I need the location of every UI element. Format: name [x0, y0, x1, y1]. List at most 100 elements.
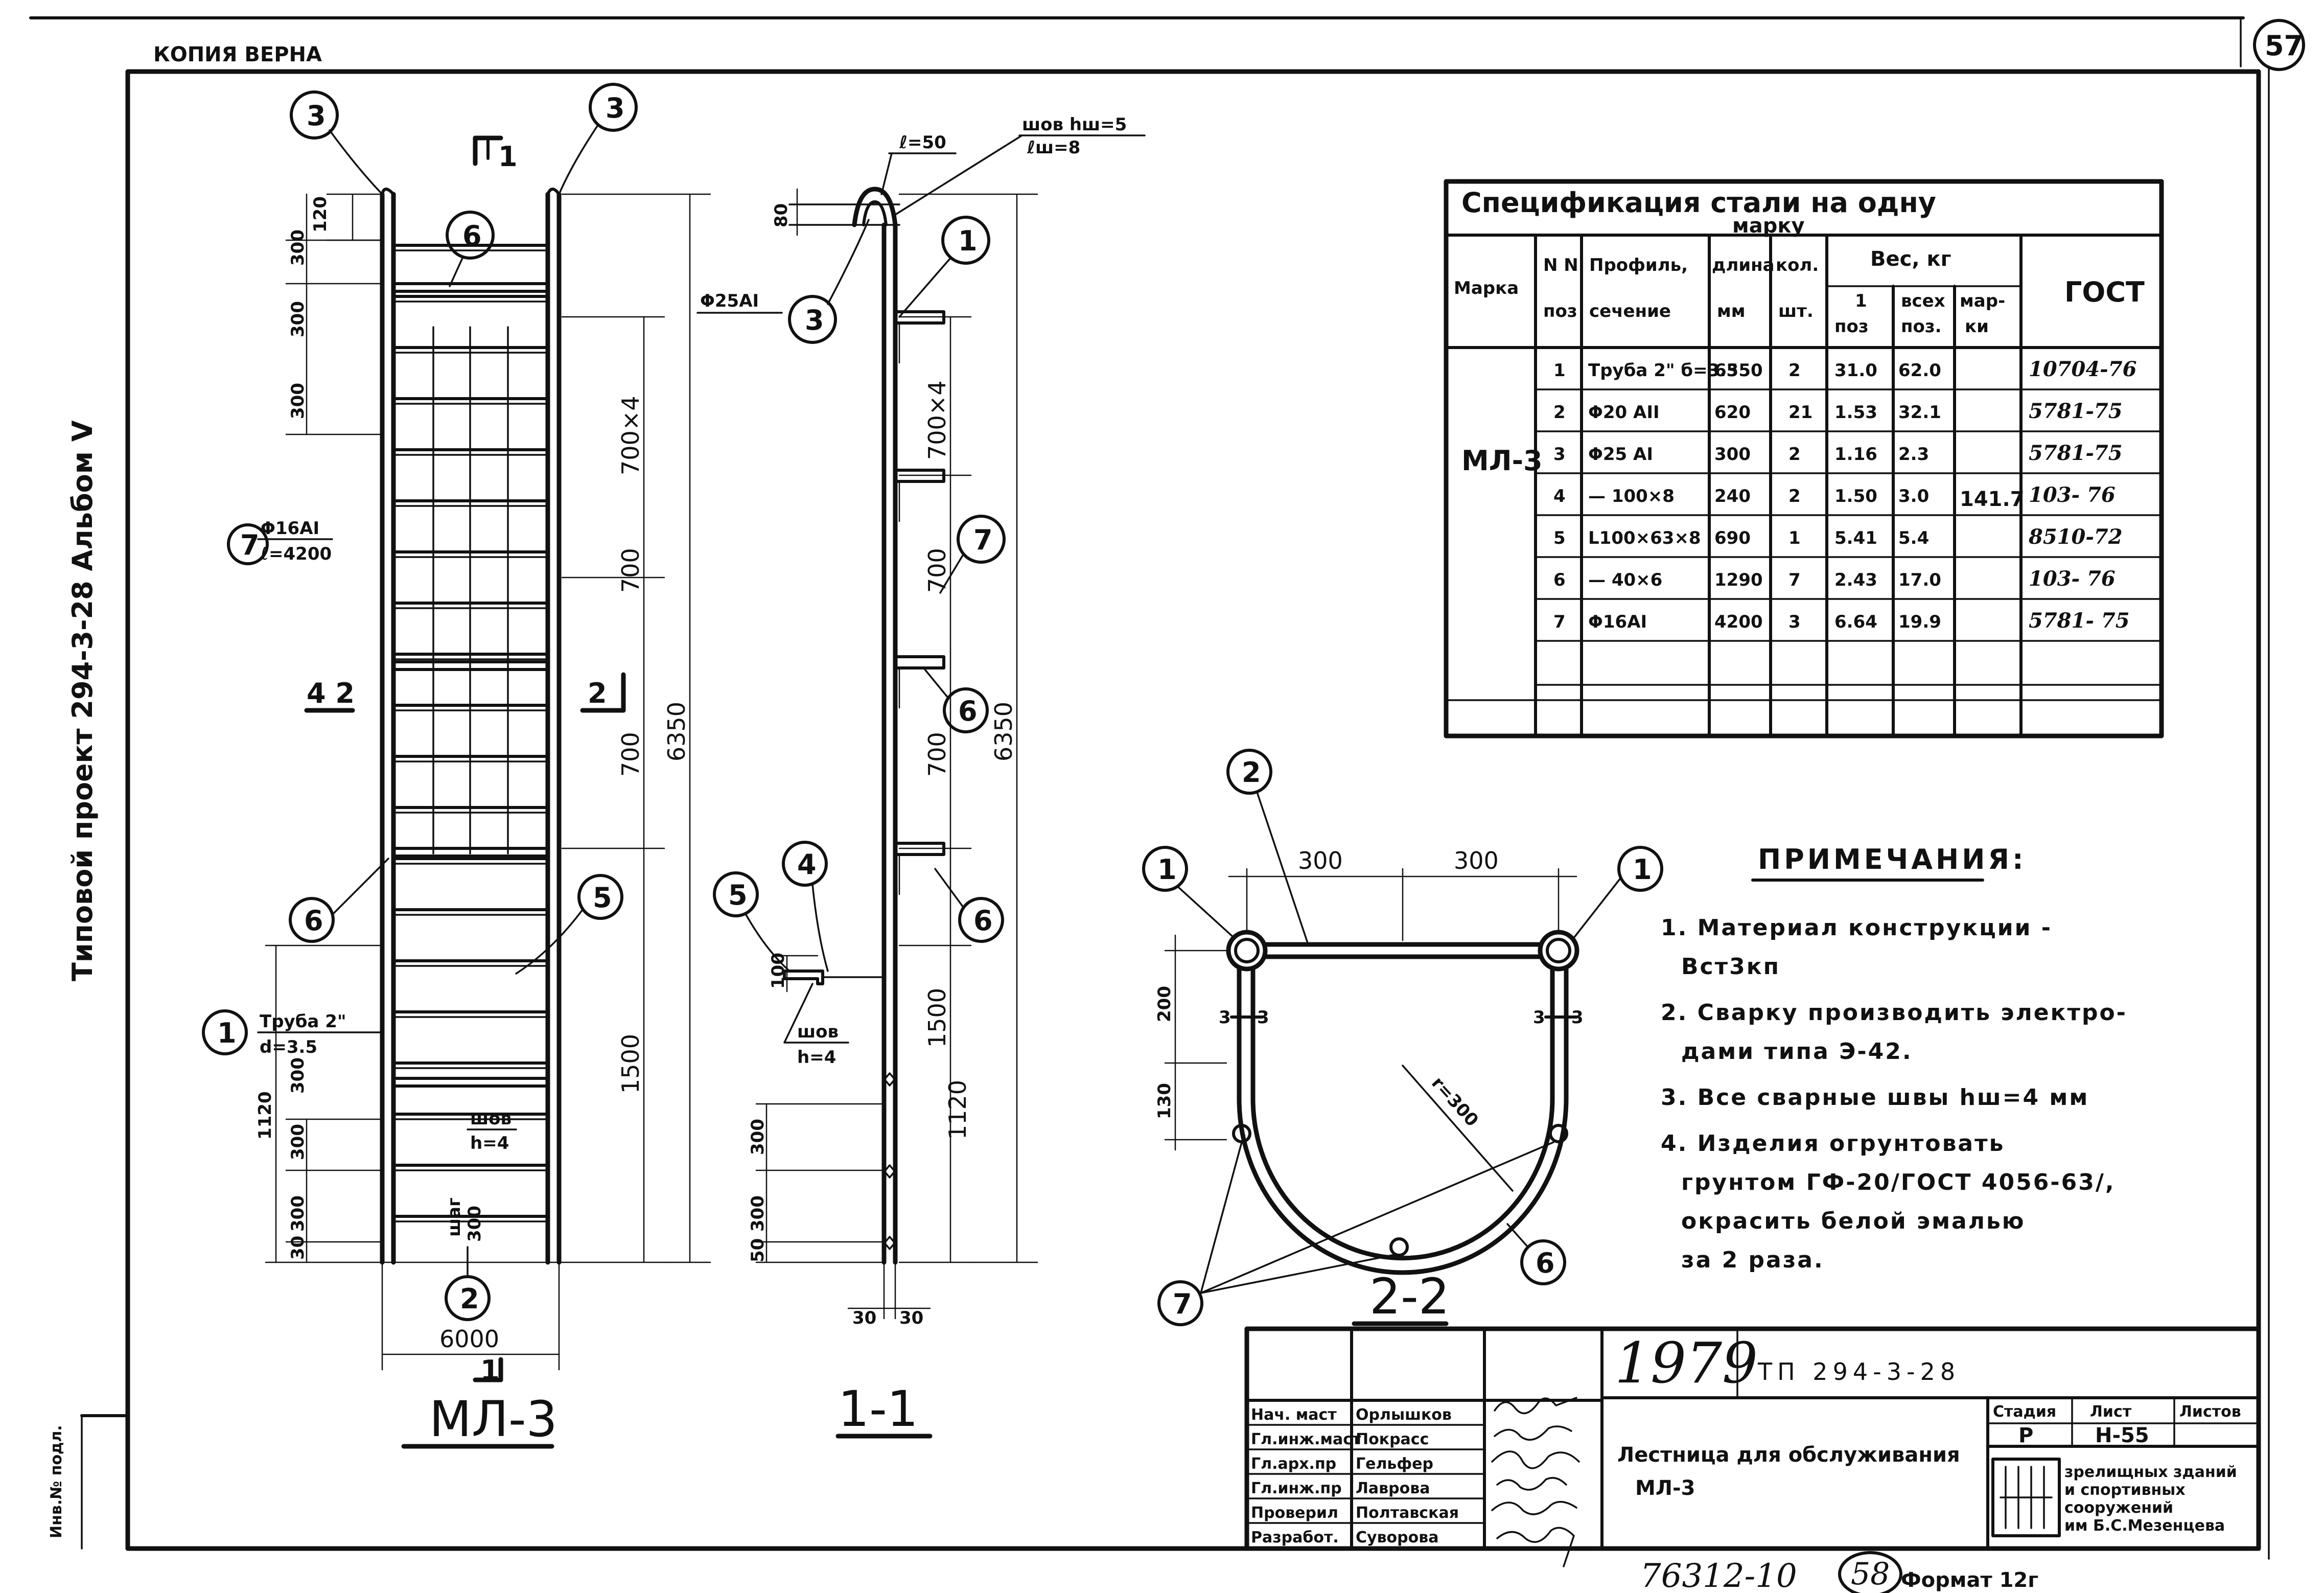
- spec-cell-length: 240: [1714, 486, 1751, 506]
- svg-text:3: 3: [1571, 1007, 1584, 1028]
- section-mark-top: 1: [473, 135, 518, 173]
- tb-name: Покрасс: [1356, 1430, 1429, 1448]
- spec-title-1: Спецификация стали на одну: [1461, 187, 1936, 219]
- institute-logo: [1991, 1458, 2061, 1537]
- spec-cell-qty: 2: [1788, 444, 1801, 465]
- dim-300-mid: 300: [288, 383, 308, 419]
- spec-cell-pos: 6: [1553, 570, 1566, 590]
- spec-cell-pos: 7: [1553, 612, 1566, 632]
- spec-cell-wall: 2.3: [1898, 444, 1929, 465]
- spec-cell-profile: Φ16AI: [1588, 612, 1647, 632]
- hook-label: Φ25AI: [700, 291, 759, 311]
- dim-300-a: 300: [288, 301, 308, 337]
- dim-6350: 6350: [663, 702, 690, 761]
- spec-cell-w1: 1.50: [1834, 486, 1877, 506]
- hdr-gost: ГОСТ: [2064, 276, 2145, 308]
- sec-leader-6-lower: 6: [934, 868, 1004, 943]
- tb-role: Гл.инж.пр: [1251, 1480, 1342, 1497]
- note-line: 2. Сварку производить электро-: [1661, 1000, 2127, 1026]
- section-mark-left: 4 2: [304, 677, 355, 713]
- svg-text:2: 2: [460, 1283, 479, 1315]
- svg-text:1: 1: [958, 225, 978, 257]
- svg-text:1: 1: [480, 1354, 500, 1387]
- section-mark-right: 2: [580, 672, 626, 713]
- svg-text:1: 1: [217, 1017, 237, 1049]
- spec-table: Спецификация стали на одну марку Марка N…: [1444, 179, 2164, 738]
- section-stub: [894, 310, 945, 364]
- step-value: 300: [464, 1206, 485, 1242]
- spec-cell-wall: 17.0: [1898, 570, 1941, 590]
- hdr-length: длина: [1712, 255, 1775, 275]
- sec-weld-h: h=4: [797, 1047, 836, 1068]
- hdr-pos: поз: [1543, 301, 1577, 321]
- svg-text:2: 2: [1242, 756, 1261, 789]
- tb-role: Проверил: [1251, 1504, 1338, 1522]
- svg-text:2: 2: [588, 677, 607, 709]
- note-line: дами типа Э-42.: [1681, 1038, 1913, 1065]
- sec-dim-700x4: 700×4: [923, 380, 951, 460]
- tb-stage-label: Стадия: [1993, 1403, 2056, 1421]
- spec-cell-pos: 1: [1553, 360, 1566, 381]
- sec-leader-7: 7: [939, 515, 1006, 594]
- spec-row-lines: [1445, 388, 2163, 701]
- svg-text:3: 3: [307, 100, 326, 132]
- spec-cell-wall: 5.4: [1898, 528, 1929, 548]
- pipe-label: Труба 2": [260, 1011, 346, 1032]
- tb-year: 1979: [1615, 1330, 1758, 1396]
- tb-drawing-title-2: МЛ-3: [1635, 1476, 1695, 1500]
- bottom-circle-mark: 58: [1838, 1551, 1902, 1593]
- sec-leader-4: 4: [782, 841, 829, 972]
- spec-cell-pos: 4: [1553, 486, 1566, 506]
- sec-dim-1120: 1120: [944, 1080, 971, 1140]
- sec-weld-label: шов: [797, 1022, 839, 1042]
- svg-text:4: 4: [797, 848, 817, 881]
- spec-cell-gost: 5781-75: [2029, 441, 2123, 465]
- dim-300-b: 300: [288, 1124, 308, 1160]
- dim-300-top: 300: [288, 229, 308, 266]
- side-title: Типовой проект 294-3-28 Альбом V: [66, 420, 99, 981]
- hdr-section: сечение: [1589, 301, 1671, 321]
- tb-role: Нач. маст: [1251, 1406, 1337, 1424]
- spec-cell-gost: 8510-72: [2028, 525, 2123, 549]
- sec-bottom-30-a: 30: [852, 1308, 876, 1328]
- svg-text:6: 6: [462, 220, 482, 252]
- svg-text:3: 3: [1219, 1007, 1231, 1028]
- spec-cell-pos: 3: [1553, 444, 1566, 465]
- spec-cell-pos: 5: [1553, 528, 1566, 548]
- leader-1: 1: [202, 1009, 248, 1055]
- top-length: ℓ=50: [899, 132, 946, 153]
- s22-leader-7: 7: [1157, 1141, 1554, 1326]
- ladder-right-dimensions: [561, 193, 711, 1263]
- tb-role: Гл.арх.пр: [1251, 1455, 1336, 1473]
- ladder-rung: [392, 1061, 549, 1069]
- hdr-weight: Вес, кг: [1870, 247, 1951, 271]
- weld-label: шов: [470, 1109, 512, 1129]
- hdr-qty: кол.: [1776, 255, 1819, 275]
- notes-title: ПРИМЕЧАНИЯ:: [1758, 843, 2027, 875]
- spec-cell-length: 690: [1714, 528, 1751, 548]
- spec-cell-w1: 1.16: [1834, 444, 1877, 465]
- svg-text:3: 3: [606, 92, 625, 124]
- spec-row: 3 Φ25 AI 300 2 1.16 2.3 5781-75: [1553, 441, 2123, 465]
- section-right-dimensions: [898, 193, 1038, 1263]
- leader-2: 2: [445, 1246, 491, 1321]
- spec-cell-gost: 10704-76: [2029, 357, 2136, 381]
- pipe-wall: d=3.5: [260, 1037, 317, 1057]
- spec-title-2: марку: [1732, 214, 1805, 238]
- spec-cell-qty: 7: [1788, 570, 1801, 590]
- dim-6000: 6000: [439, 1325, 499, 1353]
- dim-300-c: 300: [288, 1195, 308, 1232]
- section-mark-bottom: 1: [473, 1354, 503, 1387]
- svg-text:7: 7: [973, 524, 993, 556]
- spec-cell-length: 6350: [1714, 360, 1763, 381]
- notes: ПРИМЕЧАНИЯ: 1. Материал конструкции -Вст…: [1661, 843, 2127, 1273]
- spec-cell-gost: 5781-75: [2029, 399, 2123, 423]
- sec-leader-6-upper: 6: [924, 668, 989, 733]
- spec-cell-profile: Φ25 AI: [1588, 444, 1653, 465]
- spec-cell-length: 300: [1714, 444, 1751, 465]
